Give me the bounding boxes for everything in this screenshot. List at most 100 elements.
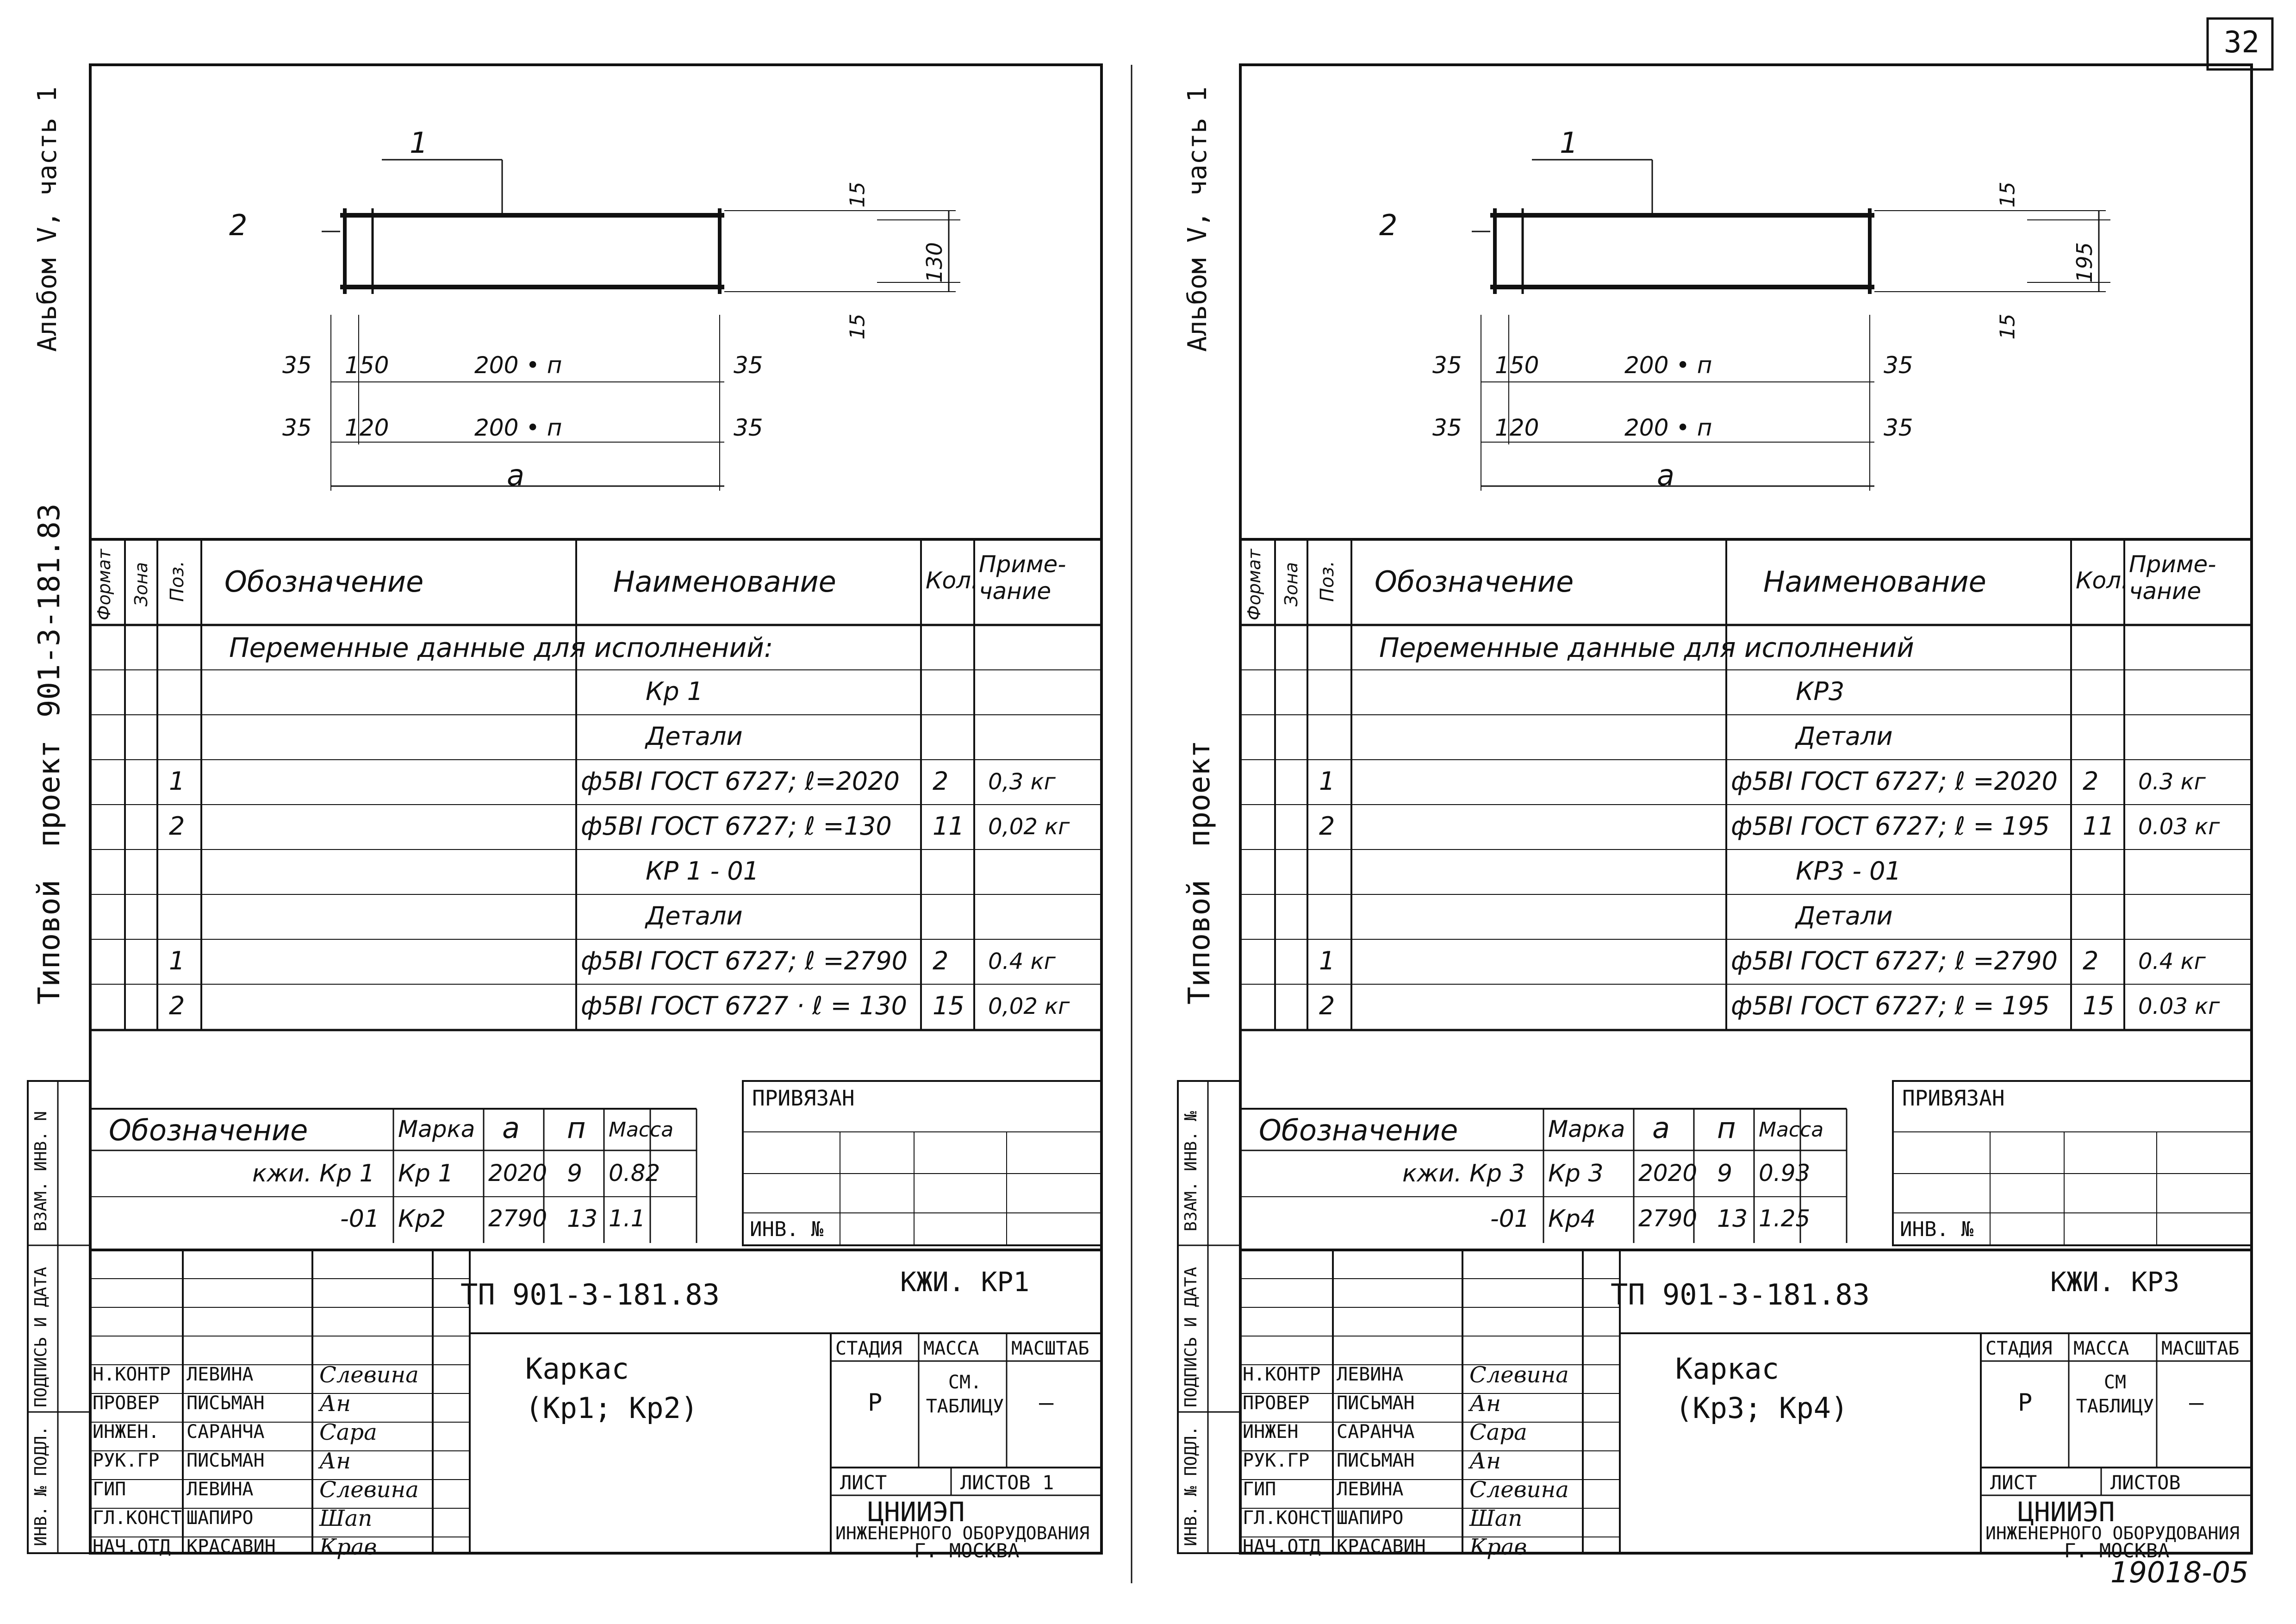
spec-row-pos: 2 bbox=[1319, 991, 1335, 1020]
staff-name: ШАПИРО bbox=[187, 1507, 254, 1529]
spec-h-designation: Обозначение bbox=[224, 565, 424, 599]
org-city: Г. МОСКВА bbox=[914, 1539, 1020, 1562]
spec-row-note: 0.03 кг bbox=[2138, 814, 2220, 840]
sheets-label: ЛИСТОВ 1 bbox=[960, 1471, 1054, 1494]
var-row-a: 2020 bbox=[1638, 1160, 1698, 1187]
dim-15-bottom: 15 bbox=[1996, 313, 2020, 340]
org-name: ЦНИИЭП bbox=[2018, 1496, 2115, 1528]
var-h-designation: Обозначение bbox=[1259, 1113, 1458, 1147]
dim-height: 195 bbox=[2072, 242, 2097, 283]
staff-role: ПРОВЕР bbox=[1243, 1393, 1310, 1414]
spec-row-qty: 11 bbox=[933, 812, 964, 841]
spec-row-name: ф5ВI ГОСТ 6727; ℓ = 195 bbox=[1731, 812, 2050, 841]
spine-typical: Типовой bbox=[1182, 880, 1217, 1005]
staff-name: ШАПИРО bbox=[1337, 1507, 1404, 1529]
staff-role: НАЧ.ОТД bbox=[1243, 1536, 1321, 1557]
dim-150: 150 bbox=[345, 352, 389, 379]
mass-h: МАССА bbox=[2073, 1338, 2129, 1359]
scale-value: — bbox=[1039, 1389, 1054, 1417]
doc-mark: КЖИ. КР1 bbox=[900, 1266, 1030, 1298]
spec-h-note: Приме-чание bbox=[979, 551, 1066, 605]
spec-row-qty: 11 bbox=[2083, 812, 2115, 841]
staff-name: ЛЕВИНА bbox=[187, 1479, 254, 1500]
strip-sign: ПОДПИСЬ И ДАТА bbox=[31, 1267, 50, 1407]
dim-120: 120 bbox=[1495, 414, 1539, 441]
var-row-mark: Кр4 bbox=[1548, 1205, 1596, 1233]
spec-row-name: ф5ВI ГОСТ 6727 · ℓ = 130 bbox=[581, 991, 907, 1020]
var-h-a: а bbox=[1652, 1111, 1670, 1145]
staff-role: ИНЖЕН. bbox=[93, 1421, 160, 1443]
spec-row-pos: 2 bbox=[1319, 812, 1335, 841]
var-row-n: 13 bbox=[567, 1205, 598, 1233]
doc-code: ТП 901-3-181.83 bbox=[460, 1278, 720, 1312]
spec-h-qty: Кол. bbox=[926, 567, 978, 594]
spec-row-name: Переменные данные для исполнений: bbox=[229, 632, 773, 663]
stage-value: Р bbox=[868, 1389, 883, 1417]
scale-h: МАСШТАБ bbox=[1011, 1338, 1089, 1359]
staff-signature: Ан bbox=[319, 1391, 351, 1417]
org-city: Г. МОСКВА bbox=[2064, 1539, 2170, 1562]
staff-name: САРАНЧА bbox=[1337, 1421, 1415, 1443]
doc-title: Каркас bbox=[525, 1352, 629, 1386]
privyazan-box bbox=[742, 1080, 1102, 1246]
sheet-frame bbox=[89, 63, 1103, 1555]
spec-h-zone: Зона bbox=[1281, 562, 1301, 606]
doc-mark: КЖИ. КР3 bbox=[2050, 1266, 2180, 1298]
staff-signature: Слевина bbox=[319, 1362, 419, 1388]
staff-signature: Шап bbox=[1469, 1505, 1523, 1531]
spec-row-name: Детали bbox=[646, 901, 743, 931]
staff-signature: Шап bbox=[319, 1505, 373, 1531]
strip-sign: ПОДПИСЬ И ДАТА bbox=[1182, 1267, 1201, 1407]
var-h-designation: Обозначение bbox=[109, 1113, 308, 1147]
staff-signature: Слевина bbox=[1469, 1477, 1569, 1503]
var-h-a: а bbox=[502, 1111, 520, 1145]
staff-signature: Сара bbox=[1469, 1419, 1527, 1445]
staff-role: НАЧ.ОТД bbox=[93, 1536, 171, 1557]
spec-row-pos: 1 bbox=[169, 767, 185, 796]
staff-role: РУК.ГР bbox=[93, 1450, 160, 1471]
spec-row-note: 0,02 кг bbox=[988, 814, 1070, 840]
mass-value: СМ ТАБЛИЦУ bbox=[2076, 1372, 2154, 1417]
spec-h-format: Формат bbox=[94, 549, 114, 620]
dim-a: а bbox=[507, 458, 524, 492]
var-row-n: 9 bbox=[567, 1160, 583, 1187]
dim-35-right: 35 bbox=[1884, 414, 1913, 441]
spine-project: проект bbox=[32, 740, 67, 847]
dim-200n: 200 • п bbox=[474, 414, 562, 441]
var-row-mark: Кр 3 bbox=[1548, 1160, 1604, 1187]
dim-200n: 200 • п bbox=[1624, 414, 1712, 441]
var-row-a: 2790 bbox=[488, 1205, 548, 1232]
doc-title-sub: (Кр3; Кр4) bbox=[1675, 1391, 1848, 1425]
var-row-designation: кжи. Кр 3 bbox=[1402, 1160, 1525, 1187]
staff-signature: Слевина bbox=[319, 1477, 419, 1503]
dim-35-left: 35 bbox=[1432, 414, 1462, 441]
inv-no-label: ИНВ. № bbox=[750, 1218, 823, 1241]
spec-row-name: ф5ВI ГОСТ 6727; ℓ =2020 bbox=[1731, 767, 2058, 796]
left-strip bbox=[27, 1080, 91, 1554]
pos-2-label: 2 bbox=[1379, 208, 1398, 242]
var-row-mass: 0.93 bbox=[1759, 1160, 1811, 1187]
spec-row-name: Детали bbox=[1796, 901, 1893, 931]
var-row-a: 2020 bbox=[488, 1160, 548, 1187]
scale-h: МАСШТАБ bbox=[2161, 1338, 2240, 1359]
staff-name: ПИСЬМАН bbox=[187, 1393, 265, 1414]
spec-row-name: Кр 1 bbox=[646, 677, 703, 706]
scale-value: — bbox=[2189, 1389, 2204, 1417]
spec-row-qty: 2 bbox=[933, 946, 949, 975]
sheet-label: ЛИСТ bbox=[840, 1471, 887, 1494]
staff-role: ГЛ.КОНСТ bbox=[93, 1507, 182, 1529]
spec-row-note: 0.3 кг bbox=[2138, 769, 2206, 795]
spec-row-name: ф5ВI ГОСТ 6727; ℓ =2790 bbox=[1731, 946, 2058, 975]
staff-signature: Ан bbox=[319, 1448, 351, 1474]
staff-name: САРАНЧА bbox=[187, 1421, 265, 1443]
spec-row-pos: 1 bbox=[169, 946, 185, 975]
var-h-mark: Марка bbox=[1548, 1116, 1625, 1143]
pos-1-label: 1 bbox=[1560, 126, 1578, 160]
var-h-mass: Масса bbox=[609, 1118, 674, 1142]
staff-signature: Ан bbox=[1469, 1448, 1501, 1474]
spec-h-name: Наименование bbox=[613, 565, 836, 599]
staff-name: КРАСАВИН bbox=[187, 1536, 276, 1557]
strip-vzam: ВЗАМ. ИНВ. N bbox=[31, 1111, 50, 1231]
doc-code: ТП 901-3-181.83 bbox=[1611, 1278, 1870, 1312]
